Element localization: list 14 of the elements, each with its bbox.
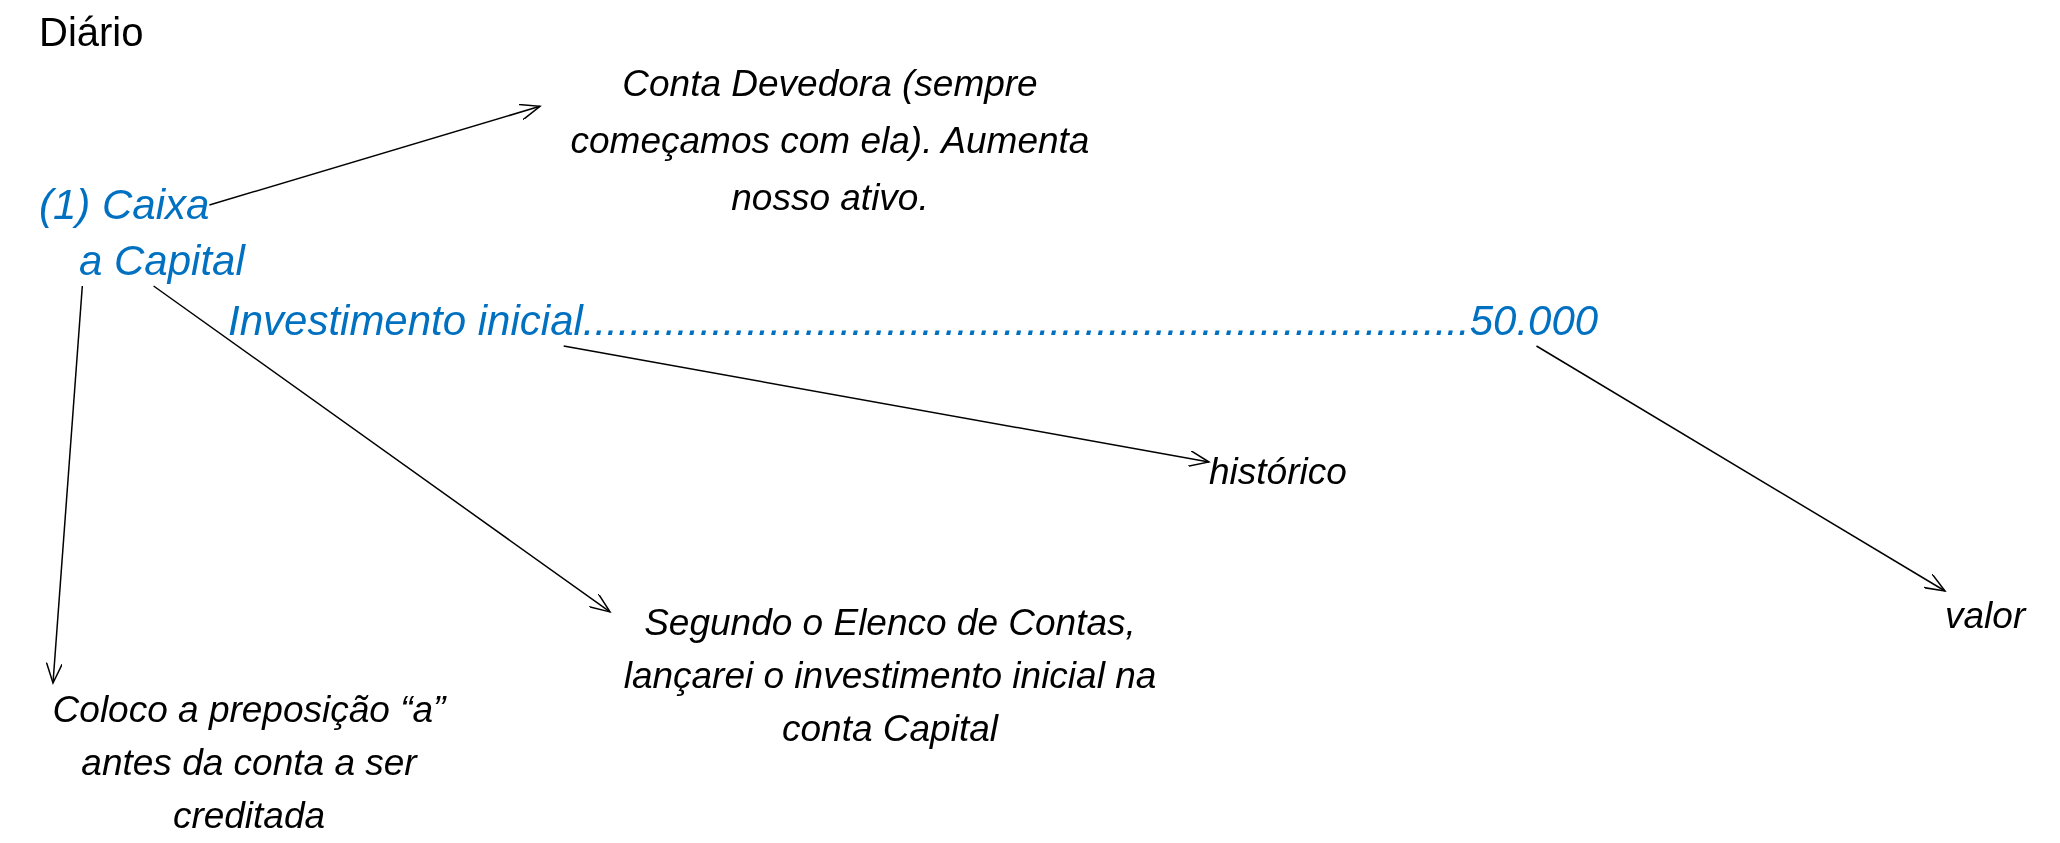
arrow — [45, 285, 84, 684]
annotation-text: Coloco a preposição “a” antes da conta a ser creditada — [51, 688, 448, 838]
journal-entry-text: Investimento inicial............................................................................50.000 — [228, 296, 1599, 346]
arrow — [208, 103, 541, 206]
annotation-text: Conta Devedora (sempre começamos com ela). Aumenta nosso ativo. — [569, 62, 1091, 220]
arrow — [152, 285, 611, 613]
journal-entry-text: (1) Caixa — [39, 180, 210, 230]
annotation-text: Segundo o Elenco de Contas, lançarei o investimento inicial na conta Capital — [622, 601, 1158, 751]
arrow — [1535, 345, 1946, 592]
annotation-text: valor — [1945, 594, 2026, 638]
annotation-text: histórico — [1209, 450, 1347, 494]
journal-entry-text: a Capital — [79, 236, 245, 286]
title: Diário — [39, 9, 144, 56]
arrow — [562, 345, 1210, 468]
